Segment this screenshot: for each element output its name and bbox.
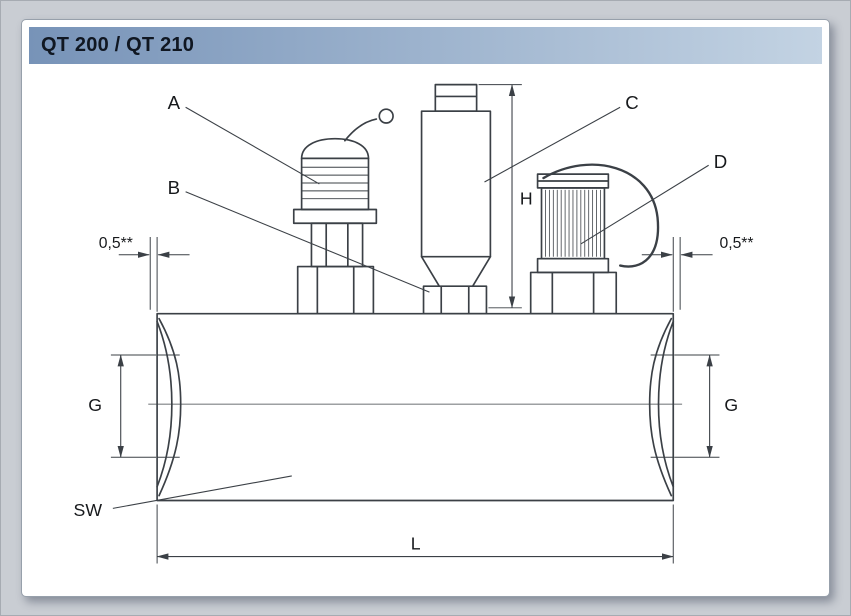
body-end-right-curves — [648, 317, 675, 497]
silencer-c — [420, 83, 492, 288]
coupling-d-collar — [536, 257, 610, 274]
g-right-text: G — [724, 395, 738, 415]
coupling-d — [529, 163, 660, 315]
dust-cap-d-knurling — [545, 189, 601, 257]
label-d-text: D — [714, 151, 727, 172]
body-port-lines — [157, 354, 674, 458]
dimension-g-right: G — [674, 354, 738, 458]
label-a-leader — [185, 106, 320, 185]
dust-cap-d-rim — [536, 173, 610, 189]
sw-leader — [112, 475, 292, 509]
drawing-canvas: A B C D H 0,5** — [74, 83, 754, 564]
part-labels: A B C D — [168, 92, 727, 293]
hex-fitting-b — [422, 285, 488, 315]
cap-a-body — [300, 157, 370, 211]
label-b-text: B — [168, 177, 180, 198]
dimension-h: H — [478, 84, 533, 309]
coupling-d-hex — [529, 271, 618, 315]
silencer-cone — [420, 255, 492, 288]
dust-cap-d-bail — [542, 163, 660, 268]
offset-right-text: 0,5** — [719, 235, 753, 252]
body-end-left-curves — [156, 317, 182, 497]
fitting-a-hex-upper — [310, 222, 364, 268]
dimension-l: L — [156, 504, 674, 564]
dimension-h-text: H — [520, 189, 533, 209]
content-panel: QT 200 / QT 210 — [21, 19, 830, 597]
label-d-leader — [580, 164, 709, 245]
sw-text: SW — [74, 500, 103, 520]
offset-right-ext-lines — [672, 237, 681, 312]
cap-a-ribs — [301, 166, 369, 200]
page-title: QT 200 / QT 210 — [41, 34, 195, 56]
cap-a-ring — [378, 108, 394, 124]
technical-drawing: A B C D H 0,5** — [29, 64, 822, 589]
cap-a-flange — [292, 208, 378, 225]
fitting-a-hex-lower — [296, 265, 375, 315]
g-left-text: G — [88, 395, 102, 415]
silencer-cylinder — [420, 110, 492, 258]
body-outline — [156, 312, 675, 502]
dimension-g-left: G — [88, 354, 157, 458]
label-c-leader — [484, 106, 621, 183]
cap-a-dome — [300, 137, 370, 160]
fitting-b-hex — [422, 285, 488, 315]
label-c-text: C — [625, 92, 638, 113]
label-b-leader — [185, 191, 430, 293]
g-right-ext-lines — [674, 354, 720, 458]
label-sw: SW — [74, 475, 292, 520]
offset-left-ext-lines — [149, 237, 158, 312]
dimension-offset-left: 0,5** — [99, 235, 190, 312]
cap-a-lanyard — [344, 118, 378, 142]
label-a-text: A — [168, 92, 181, 113]
manifold-body — [148, 312, 683, 502]
title-bar: QT 200 / QT 210 — [29, 27, 822, 64]
offset-left-text: 0,5** — [99, 235, 133, 252]
plug-fitting-a — [292, 108, 394, 315]
l-text: L — [411, 534, 421, 554]
silencer-top-cap — [434, 83, 478, 113]
g-left-ext-lines — [110, 354, 157, 458]
dimension-offset-right: 0,5** — [641, 235, 754, 312]
